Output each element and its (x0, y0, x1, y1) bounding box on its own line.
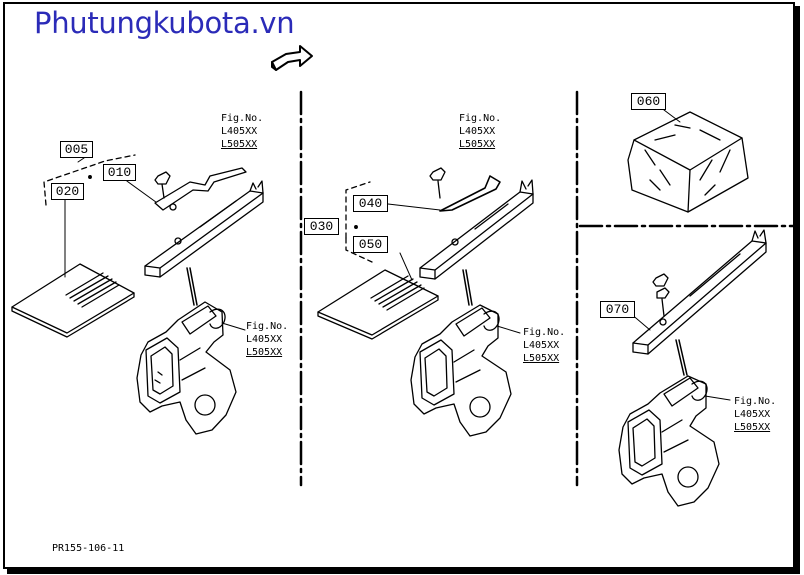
part-label-010[interactable]: 010 (103, 164, 136, 181)
wire-spring-040 (429, 167, 501, 212)
manual-booklet-050 (317, 269, 439, 340)
fig-label-panel3: Fig.No. L405XX L505XX (734, 395, 776, 434)
fig-label-model-1: L405XX (459, 126, 496, 137)
fig-label-title: Fig.No. (734, 396, 777, 407)
part-label-005[interactable]: 005 (60, 141, 93, 158)
part-label-030[interactable]: 030 (304, 218, 339, 235)
fig-label-model-1: L405XX (523, 340, 560, 351)
part-label-020[interactable]: 020 (51, 183, 84, 200)
fig-label-model-1: L405XX (734, 409, 771, 420)
fig-label-model-2: L505XX (523, 353, 560, 364)
brand-watermark: Phutungkubota.vn (34, 6, 295, 40)
bracket-010 (154, 167, 247, 211)
group-bracket-005 (43, 154, 136, 206)
brake-assembly-2 (410, 304, 512, 437)
fig-label-title: Fig.No. (246, 321, 289, 332)
fig-label-panel1-top: Fig.No. L405XX L505XX (221, 112, 263, 151)
part-label-070[interactable]: 070 (600, 301, 635, 318)
brake-assembly-3 (618, 375, 720, 507)
fig-label-model-1: L405XX (246, 334, 283, 345)
figure-code: PR155-106-11 (52, 543, 125, 554)
fig-label-model-1: L405XX (221, 126, 258, 137)
group-bracket-030 (345, 181, 371, 239)
fig-label-title: Fig.No. (221, 113, 264, 124)
part-label-040[interactable]: 040 (353, 195, 388, 212)
fig-label-panel2-top: Fig.No. L405XX L505XX (459, 112, 501, 151)
fig-label-model-2: L505XX (246, 347, 283, 358)
part-label-050[interactable]: 050 (353, 236, 388, 253)
frame-shadow-right (795, 6, 800, 572)
fig-label-model-2: L505XX (459, 139, 496, 150)
frame-shadow-bottom (7, 569, 800, 574)
lever-rail-2 (419, 179, 534, 280)
brake-assembly-1 (136, 301, 237, 435)
fig-label-model-2: L505XX (734, 422, 771, 433)
fig-label-panel1-bottom: Fig.No. L405XX L505XX (246, 320, 288, 359)
fig-label-title: Fig.No. (523, 327, 566, 338)
fig-label-panel2-bottom: Fig.No. L405XX L505XX (523, 326, 565, 365)
cover-060 (627, 111, 749, 213)
lever-rail-1 (144, 180, 264, 278)
manual-booklet-020 (11, 263, 135, 338)
diagram-frame (3, 2, 795, 569)
curved-arrow-icon (271, 45, 313, 71)
lever-rail-070 (632, 229, 767, 355)
part-label-060[interactable]: 060 (631, 93, 666, 110)
fig-label-title: Fig.No. (459, 113, 502, 124)
fig-label-model-2: L505XX (221, 139, 258, 150)
